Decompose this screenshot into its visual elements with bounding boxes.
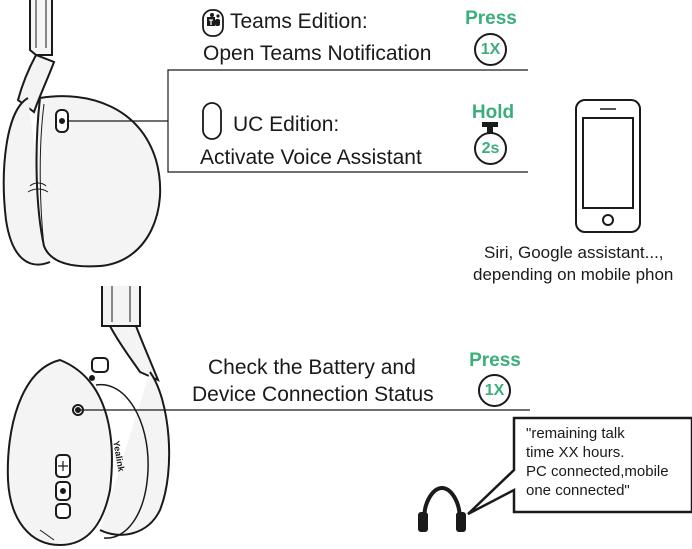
assistant-note-line2: depending on mobile phon [473,265,674,284]
uc-hold-label: Hold [471,102,515,123]
teams-press-badge: 1X [474,33,507,66]
headset-bottom-illustration [6,286,171,547]
assistant-note-line1: Siri, Google assistant..., [484,243,664,262]
speech-bubble [467,416,692,516]
teams-press-label: Press [465,8,517,29]
callout-line-top [68,69,528,122]
bubble-line-3: PC connected,mobile [526,463,669,480]
uc-edition-title: UC Edition: [233,113,340,136]
stopwatch-icon [482,122,498,133]
callout-line-mid [167,121,528,173]
bubble-line-1: "remaining talk [526,425,625,442]
battery-check-title-line1: Check the Battery and [208,356,416,379]
teams-icon [202,9,224,37]
uc-button-icon [202,102,222,140]
battery-check-title-line2: Device Connection Status [192,383,434,406]
headset-illustration [2,0,162,268]
battery-press-badge: 1X [478,374,511,407]
headphones-icon [418,485,466,532]
teams-edition-title: Teams Edition: [230,10,368,33]
smartphone-icon [575,99,641,233]
teams-edition-action: Open Teams Notification [203,42,432,65]
uc-edition-action: Activate Voice Assistant [200,146,422,169]
bubble-line-4: one connected" [526,482,630,499]
bubble-line-2: time XX hours. [526,444,625,461]
battery-press-label: Press [469,350,521,371]
uc-hold-badge: 2s [474,132,507,165]
